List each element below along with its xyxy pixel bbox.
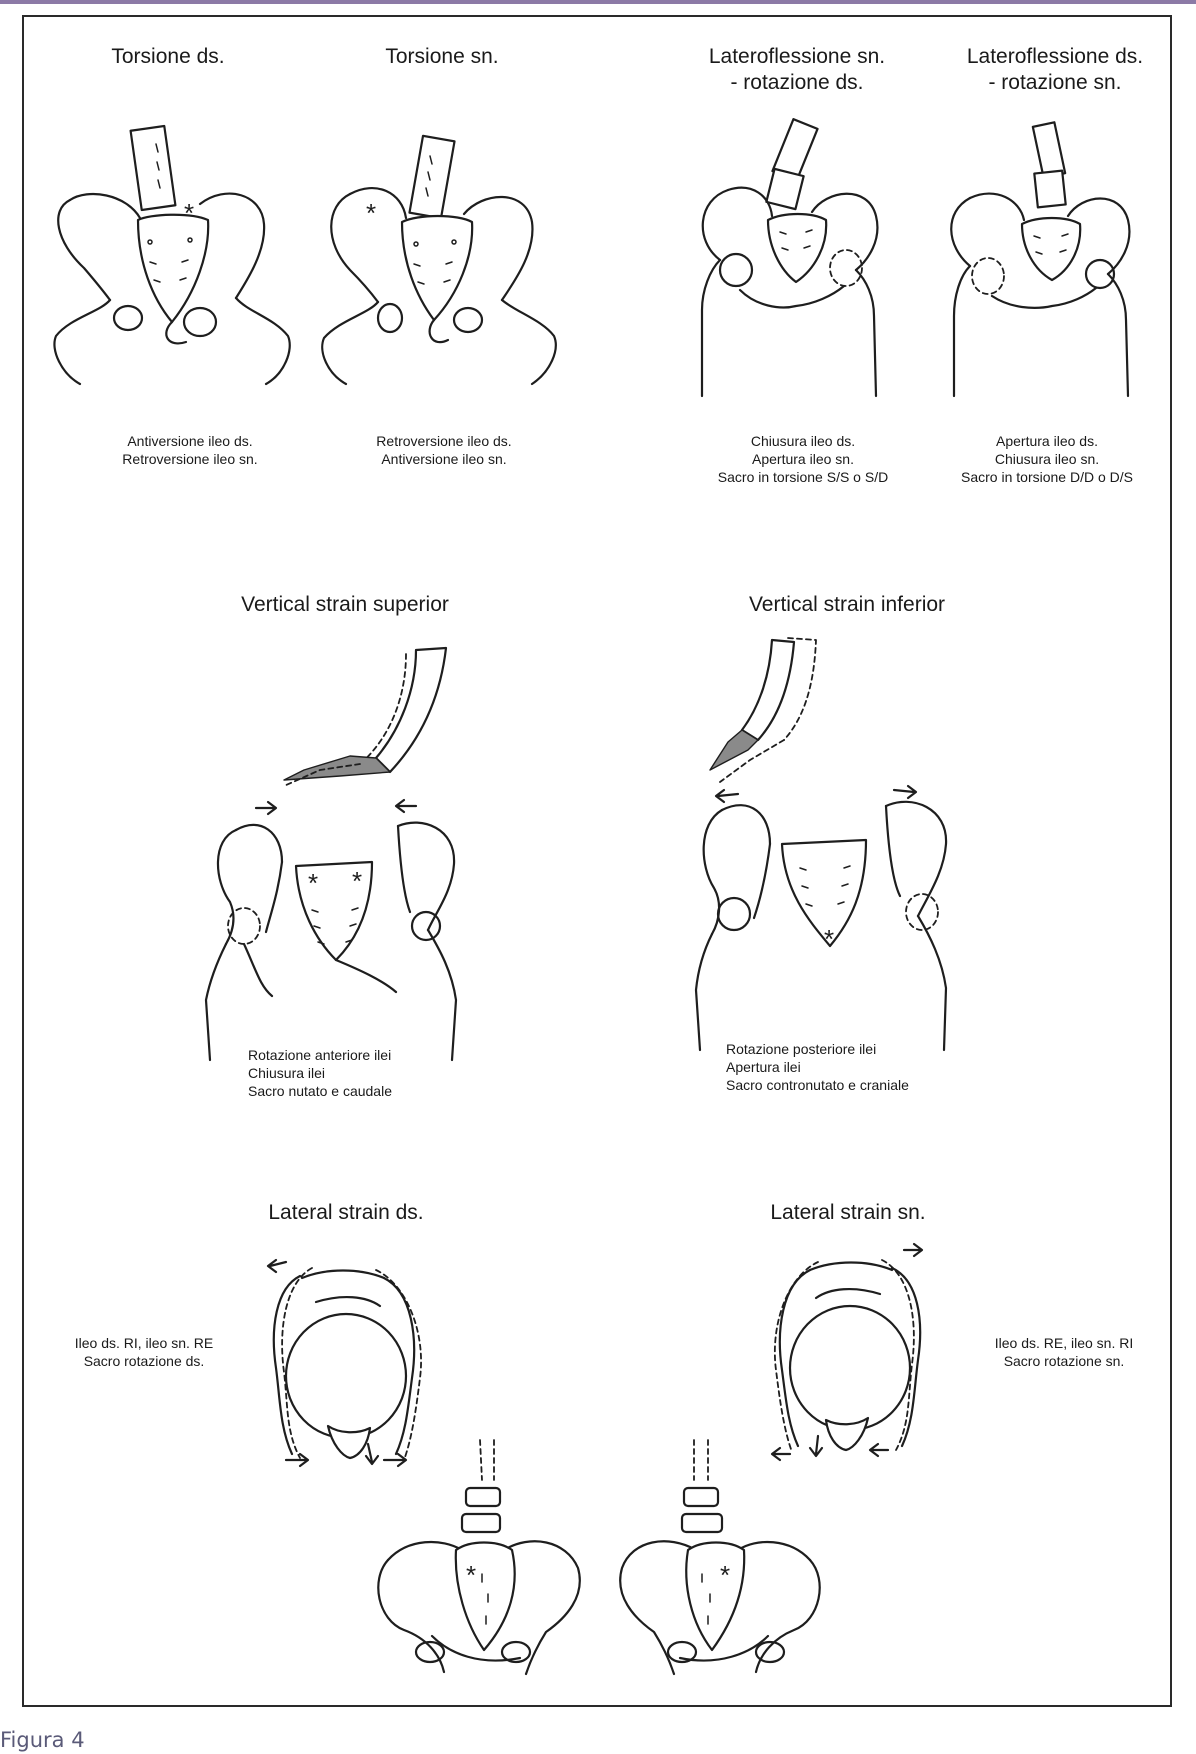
title-line: - rotazione ds. bbox=[682, 70, 912, 96]
caption-line: Chiusura ileo ds. bbox=[688, 432, 918, 450]
caption-line: Sacro in torsione D/D o D/S bbox=[932, 468, 1162, 486]
caption-lateroflessione-ds: Apertura ileo ds. Chiusura ileo sn. Sacr… bbox=[932, 432, 1162, 486]
pelvis-frontal-right-illustration: * bbox=[610, 1440, 830, 1680]
caption-lateroflessione-sn: Chiusura ileo ds. Apertura ileo sn. Sacr… bbox=[688, 432, 918, 486]
caption-line: Apertura ileo sn. bbox=[688, 450, 918, 468]
caption-line: Chiusura ileo sn. bbox=[932, 450, 1162, 468]
pelvis-lateral-strain-sn-top-view bbox=[760, 1240, 940, 1470]
caption-line: Sacro in torsione S/S o S/D bbox=[688, 468, 918, 486]
caption-line: Chiusura ilei bbox=[248, 1064, 488, 1082]
asterisk-marker: * bbox=[184, 198, 194, 228]
caption-lateral-strain-sn: Ileo ds. RE, ileo sn. RI Sacro rotazione… bbox=[964, 1334, 1164, 1370]
caption-line: Retroversione ileo sn. bbox=[80, 450, 300, 468]
title-lateroflessione-ds: Lateroflessione ds. - rotazione sn. bbox=[940, 44, 1170, 96]
caption-lateral-strain-ds: Ileo ds. RI, ileo sn. RE Sacro rotazione… bbox=[44, 1334, 244, 1370]
caption-line: Apertura ileo ds. bbox=[932, 432, 1162, 450]
pelvis-vertical-strain-inferior-illustration: * bbox=[690, 630, 980, 1050]
title-line: Lateroflessione sn. bbox=[682, 44, 912, 70]
asterisk-marker: * bbox=[366, 198, 376, 228]
caption-line: Retroversione ileo ds. bbox=[334, 432, 554, 450]
caption-line: Sacro rotazione sn. bbox=[964, 1352, 1164, 1370]
asterisk-marker-left: * bbox=[308, 868, 318, 898]
title-vertical-strain-inferior: Vertical strain inferior bbox=[702, 592, 992, 618]
caption-line: Antiversione ileo ds. bbox=[80, 432, 300, 450]
caption-line: Ileo ds. RE, ileo sn. RI bbox=[964, 1334, 1164, 1352]
top-color-rule bbox=[0, 0, 1196, 4]
title-lateral-strain-ds: Lateral strain ds. bbox=[236, 1200, 456, 1226]
pelvis-lateroflessione-sn-illustration bbox=[680, 120, 910, 405]
caption-line: Sacro nutato e caudale bbox=[248, 1082, 488, 1100]
asterisk-marker: * bbox=[824, 924, 834, 954]
caption-line: Sacro rotazione ds. bbox=[44, 1352, 244, 1370]
caption-vertical-strain-superior: Rotazione anteriore ilei Chiusura ilei S… bbox=[248, 1046, 488, 1100]
caption-line: Sacro contronutato e craniale bbox=[726, 1076, 986, 1094]
title-vertical-strain-superior: Vertical strain superior bbox=[200, 592, 490, 618]
figure-label: Figura 4 bbox=[0, 1728, 85, 1752]
caption-line: Ileo ds. RI, ileo sn. RE bbox=[44, 1334, 244, 1352]
caption-line: Antiversione ileo sn. bbox=[334, 450, 554, 468]
caption-line: Rotazione anteriore ilei bbox=[248, 1046, 488, 1064]
title-line: - rotazione sn. bbox=[940, 70, 1170, 96]
caption-line: Rotazione posteriore ilei bbox=[726, 1040, 986, 1058]
title-line: Lateroflessione ds. bbox=[940, 44, 1170, 70]
pelvis-vertical-strain-superior-illustration: * * bbox=[200, 640, 490, 1060]
title-lateral-strain-sn: Lateral strain sn. bbox=[738, 1200, 958, 1226]
caption-vertical-strain-inferior: Rotazione posteriore ilei Apertura ilei … bbox=[726, 1040, 986, 1094]
title-torsione-sn: Torsione sn. bbox=[352, 44, 532, 70]
pelvis-lateroflessione-ds-illustration bbox=[930, 120, 1160, 405]
asterisk-marker: * bbox=[466, 1560, 476, 1590]
pelvis-frontal-left-illustration: * bbox=[370, 1440, 590, 1680]
asterisk-marker-right: * bbox=[352, 866, 362, 896]
title-torsione-ds: Torsione ds. bbox=[78, 44, 258, 70]
pelvis-torsione-sn-illustration: * bbox=[306, 122, 572, 392]
caption-torsione-ds: Antiversione ileo ds. Retroversione ileo… bbox=[80, 432, 300, 468]
asterisk-marker: * bbox=[720, 1560, 730, 1590]
caption-line: Apertura ilei bbox=[726, 1058, 986, 1076]
caption-torsione-sn: Retroversione ileo ds. Antiversione ileo… bbox=[334, 432, 554, 468]
title-lateroflessione-sn: Lateroflessione sn. - rotazione ds. bbox=[682, 44, 912, 96]
pelvis-torsione-ds-illustration: * bbox=[40, 122, 306, 392]
